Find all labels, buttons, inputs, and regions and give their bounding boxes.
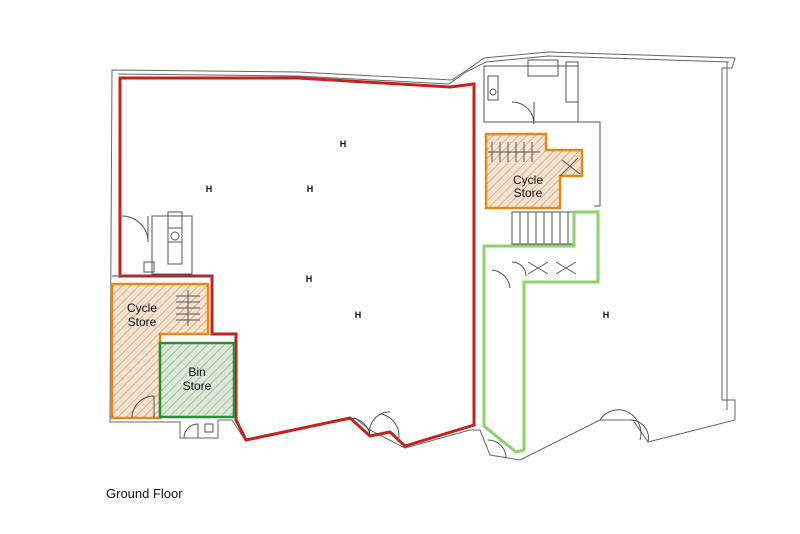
bin-store-label-line1: Bin xyxy=(188,365,205,379)
entrance-doors-right xyxy=(599,409,649,443)
floor-title: Ground Floor xyxy=(106,486,183,501)
wc-core-right xyxy=(483,59,601,207)
cycle-store-left-label-line2: Store xyxy=(128,315,157,329)
cycle-store-right-label-line1: Cycle xyxy=(513,173,543,187)
h-marker: H xyxy=(603,310,610,320)
h-marker: H xyxy=(355,310,362,320)
cycle-store-right: Cycle Store xyxy=(484,132,584,210)
left-unit-boundary xyxy=(118,76,476,448)
h-marker: H xyxy=(206,184,213,194)
stair xyxy=(511,211,575,245)
wc-core-left xyxy=(112,211,212,277)
corridor xyxy=(482,210,600,459)
cycle-store-left-label-line1: Cycle xyxy=(127,301,157,315)
h-markers: H H H H H H xyxy=(206,139,610,320)
h-marker: H xyxy=(340,139,347,149)
bin-store-label-line2: Store xyxy=(183,379,212,393)
h-marker: H xyxy=(307,184,314,194)
building-outline xyxy=(109,51,736,461)
cycle-store-right-label-line2: Store xyxy=(514,186,543,200)
bin-store: Bin Store xyxy=(158,341,236,439)
h-marker: H xyxy=(306,274,313,284)
entrance-doors-left xyxy=(349,411,400,443)
